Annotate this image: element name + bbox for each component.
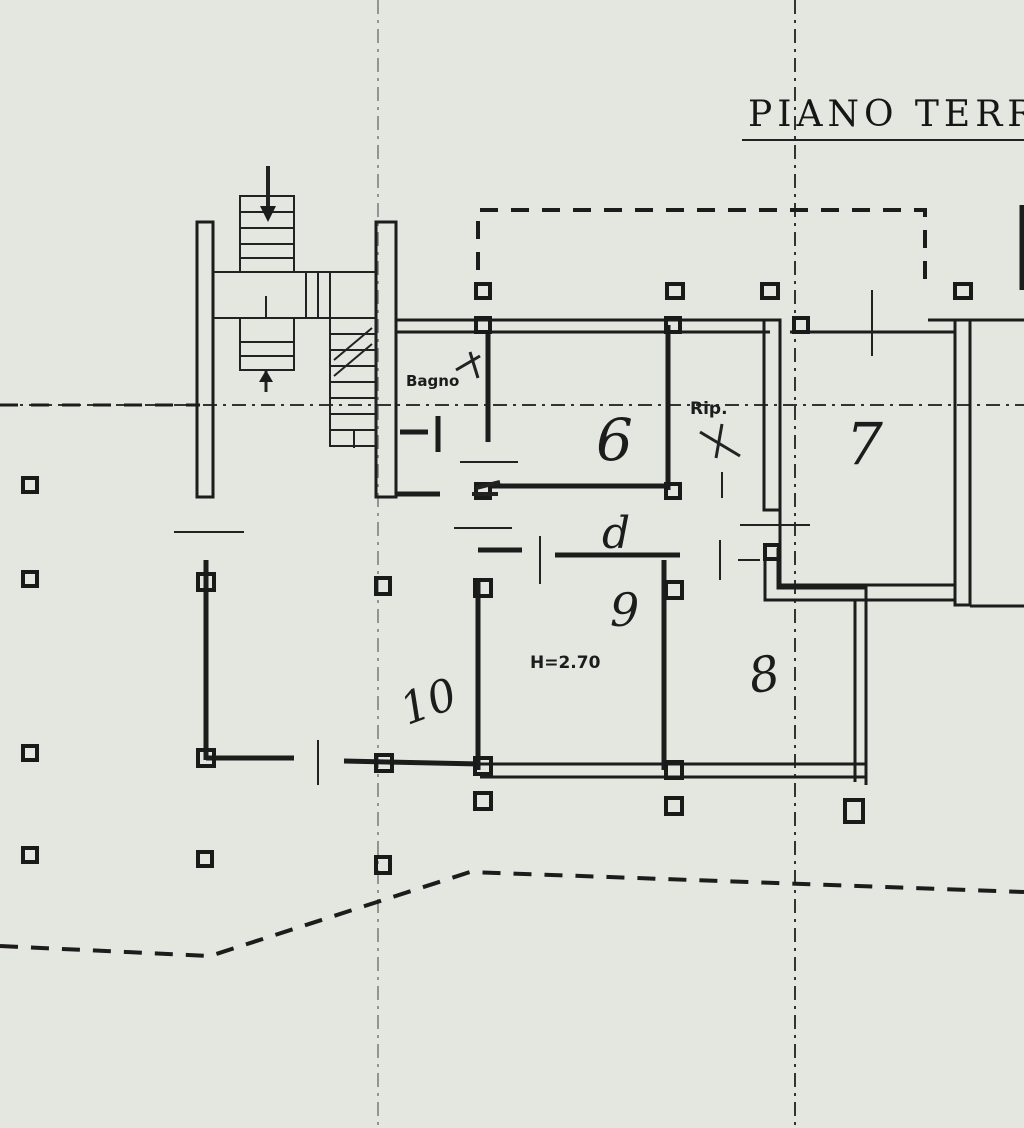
pillars — [21, 282, 973, 875]
stair-block — [195, 195, 398, 499]
pillar — [473, 756, 493, 776]
pillar — [21, 570, 39, 588]
stair-arrow-down-icon — [260, 166, 276, 222]
pillar — [196, 748, 216, 768]
stair-arrow-up-icon — [259, 370, 273, 392]
pillar — [473, 578, 493, 598]
label-bagno: Bagno — [406, 372, 459, 390]
pen-mark — [472, 480, 501, 496]
pillar — [473, 791, 493, 811]
pillar — [664, 796, 684, 816]
pillar — [665, 282, 685, 300]
bagno-mark — [455, 351, 481, 379]
lower-boundary-outline — [0, 869, 1024, 959]
room-number-d: d — [602, 508, 630, 559]
lower-walls — [174, 527, 868, 785]
pillar — [196, 850, 214, 868]
label-height: H=2.70 — [530, 653, 601, 673]
pillar — [664, 760, 684, 780]
upper-walls — [396, 290, 1024, 608]
pillar — [21, 744, 39, 762]
room-number-6: 6 — [596, 406, 633, 474]
plan-title: PIANO TERRA — [748, 94, 1024, 135]
pillar — [664, 580, 684, 600]
pillar — [664, 316, 682, 334]
pillar — [953, 282, 973, 300]
pillar — [374, 855, 392, 875]
pillar — [763, 543, 781, 561]
pillar — [374, 753, 394, 773]
pillar — [21, 476, 39, 494]
label-rip: Rip. — [690, 399, 728, 419]
rip-mark — [699, 423, 741, 459]
pillar — [843, 798, 865, 824]
pillar — [474, 282, 492, 300]
pillar — [474, 482, 492, 500]
upper-terrace-outline — [476, 208, 927, 285]
pillar — [664, 482, 682, 500]
pillar — [760, 282, 780, 300]
pillar — [21, 846, 39, 864]
pillar — [196, 572, 216, 592]
pillar — [374, 576, 392, 596]
pillar — [474, 316, 492, 334]
room-number-7: 7 — [846, 410, 883, 478]
pillar — [792, 316, 810, 334]
room-number-9: 9 — [610, 583, 639, 637]
